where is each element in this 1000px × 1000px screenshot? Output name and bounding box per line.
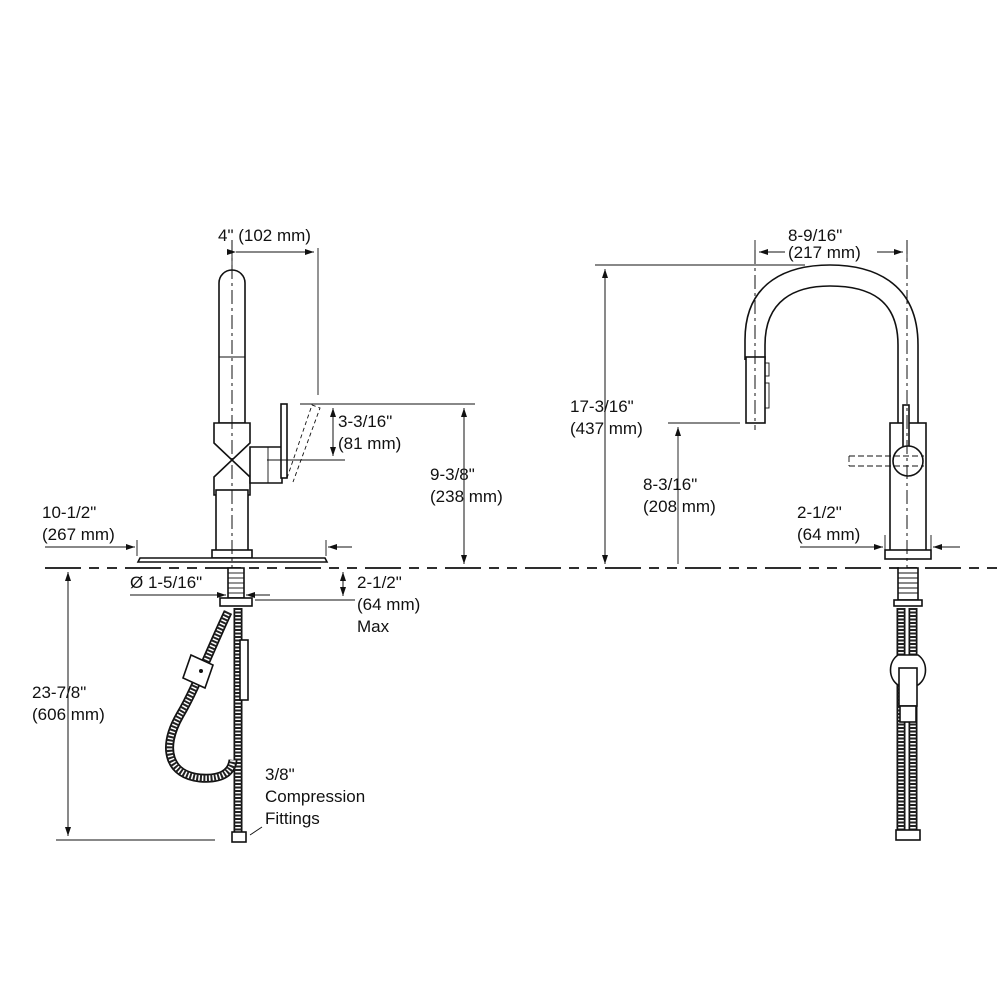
dim-spout-reach-side: 4" (102 mm) (218, 226, 311, 245)
side-view-dimensions (45, 248, 475, 841)
dim-deckplate-width-in: 10-1/2" (42, 503, 96, 522)
dim-overall-height-mm: (437 mm) (570, 419, 643, 438)
fittings-note-size: 3/8" (265, 765, 295, 784)
fittings-note-type: Compression (265, 787, 365, 806)
dim-below-deck-in: 23-7/8" (32, 683, 86, 702)
side-view-labels: 4" (102 mm) 3-3/16" (81 mm) 9-3/8" (238 … (32, 226, 503, 828)
dim-spout-clearance-mm: (208 mm) (643, 497, 716, 516)
dim-handle-top-in: 9-3/8" (430, 465, 475, 484)
dim-below-deck-mm: (606 mm) (32, 705, 105, 724)
dim-handle-height-mm: (81 mm) (338, 434, 401, 453)
front-view-faucet (744, 240, 932, 841)
dim-spout-reach-front-mm: (217 mm) (788, 243, 861, 262)
fittings-note-label: Fittings (265, 809, 320, 828)
dim-spout-clearance-in: 8-3/16" (643, 475, 697, 494)
dim-hole-diameter: Ø 1-5/16" (130, 573, 202, 592)
dim-overall-height-in: 17-3/16" (570, 397, 634, 416)
dim-spout-reach-front-in: 8-9/16" (788, 226, 842, 245)
dim-deck-thickness-note: Max (357, 617, 390, 636)
dim-base-diameter-mm: (64 mm) (797, 525, 860, 544)
dim-deck-thickness-mm: (64 mm) (357, 595, 420, 614)
dim-handle-height-in: 3-3/16" (338, 412, 392, 431)
dim-deckplate-width-mm: (267 mm) (42, 525, 115, 544)
side-view-faucet (136, 240, 329, 843)
dim-deck-thickness-in: 2-1/2" (357, 573, 402, 592)
front-view-dimensions (595, 240, 960, 564)
dim-base-diameter-in: 2-1/2" (797, 503, 842, 522)
dim-handle-top-mm: (238 mm) (430, 487, 503, 506)
front-view-labels: 8-9/16" (217 mm) 17-3/16" (437 mm) 8-3/1… (570, 226, 861, 544)
